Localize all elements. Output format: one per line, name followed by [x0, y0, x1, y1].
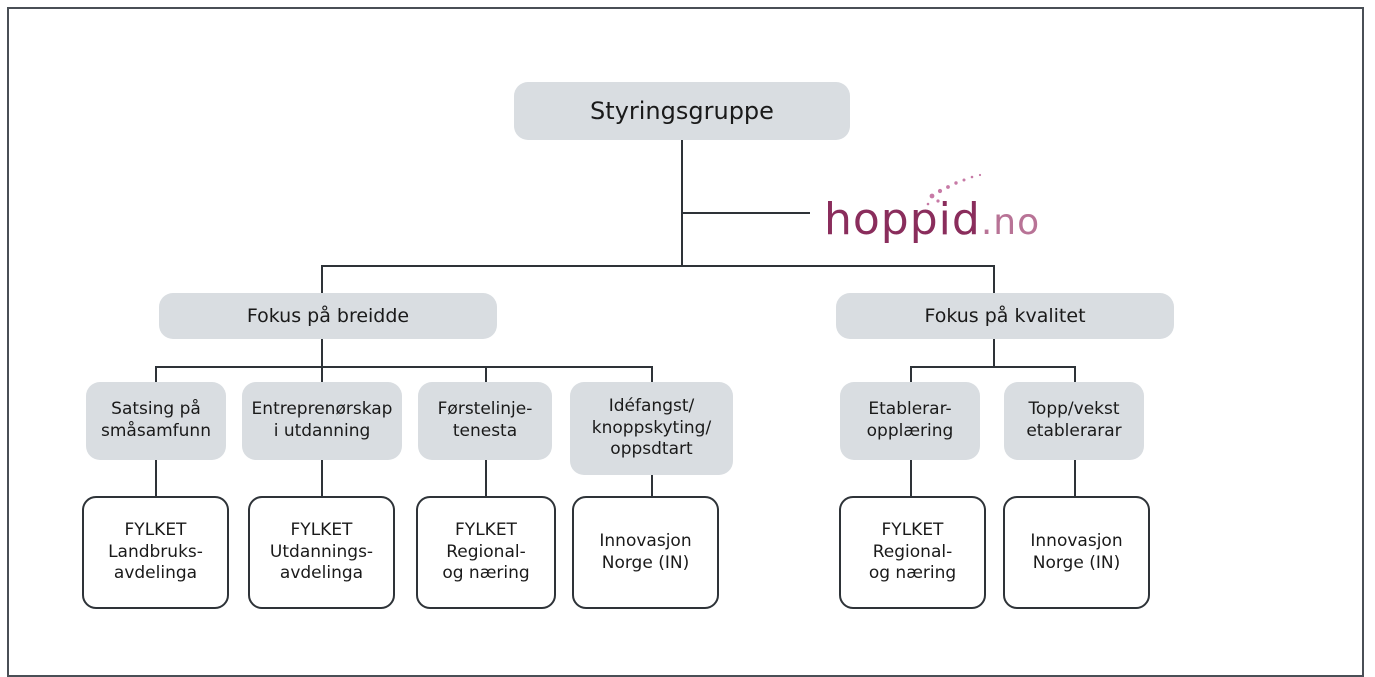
focus-forstelinje: Førstelinje- tenesta: [418, 382, 552, 460]
connector-top-bar: [321, 265, 995, 267]
connector-owner-5: [910, 460, 912, 496]
owner-regional-1-label: FYLKET Regional- og næring: [442, 519, 530, 584]
connector-child-2: [321, 366, 323, 382]
focus-smasamfunn: Satsing på småsamfunn: [86, 382, 226, 460]
connector-logo: [682, 212, 810, 214]
connector-child-4: [651, 366, 653, 382]
logo-dots: [926, 173, 982, 206]
connector-child-1: [155, 366, 157, 382]
connector-owner-4: [651, 475, 653, 496]
owner-innovasjon-1: Innovasjon Norge (IN): [572, 496, 719, 609]
branch-breidde: Fokus på breidde: [159, 293, 497, 339]
connector-child-5: [910, 366, 912, 382]
svg-text:hoppid.no: hoppid.no: [824, 194, 1040, 245]
hoppid-logo: hoppid.no: [824, 173, 1040, 245]
owner-innovasjon-1-label: Innovasjon Norge (IN): [599, 530, 692, 573]
focus-forstelinje-label: Førstelinje- tenesta: [437, 399, 533, 441]
owner-innovasjon-2-label: Innovasjon Norge (IN): [1030, 530, 1123, 573]
owner-utdanning-label: FYLKET Utdannings- avdelinga: [269, 519, 374, 584]
connector-right-branch: [993, 265, 995, 293]
connector-owner-2: [321, 460, 323, 496]
focus-entreprenorskap: Entreprenørskap i utdanning: [242, 382, 402, 460]
connector-left-branch: [321, 265, 323, 293]
logo-text-suffix: .no: [981, 202, 1040, 243]
owner-regional-2: FYLKET Regional- og næring: [839, 496, 986, 609]
connector-right-down: [993, 339, 995, 367]
focus-smasamfunn-label: Satsing på småsamfunn: [101, 399, 211, 441]
root-node: Styringsgruppe: [514, 82, 850, 140]
owner-landbruk: FYLKET Landbruks- avdelinga: [82, 496, 229, 609]
focus-etablerar: Etablerar- opplæring: [840, 382, 980, 460]
owner-regional-2-label: FYLKET Regional- og næring: [868, 519, 957, 584]
root-label: Styringsgruppe: [590, 96, 774, 125]
focus-etablerar-label: Etablerar- opplæring: [866, 399, 954, 441]
focus-idefangst: Idéfangst/ knoppskyting/ oppsdtart: [570, 382, 733, 475]
focus-toppvekst-label: Topp/vekst etablerarar: [1026, 399, 1122, 441]
focus-toppvekst: Topp/vekst etablerarar: [1004, 382, 1144, 460]
owner-regional-1: FYLKET Regional- og næring: [416, 496, 556, 609]
focus-entreprenorskap-label: Entreprenørskap i utdanning: [251, 399, 393, 441]
connector-root-down: [681, 140, 683, 266]
connector-right-bar: [910, 366, 1076, 368]
connector-owner-1: [155, 460, 157, 496]
branch-breidde-label: Fokus på breidde: [246, 304, 410, 327]
branch-kvalitet-label: Fokus på kvalitet: [924, 304, 1086, 327]
connector-owner-6: [1074, 460, 1076, 496]
connector-left-down: [321, 339, 323, 367]
owner-innovasjon-2: Innovasjon Norge (IN): [1003, 496, 1150, 609]
connector-child-6: [1074, 366, 1076, 382]
focus-idefangst-label: Idéfangst/ knoppskyting/ oppsdtart: [591, 395, 712, 460]
owner-utdanning: FYLKET Utdannings- avdelinga: [248, 496, 395, 609]
logo-text-main: hoppid: [824, 194, 981, 245]
owner-landbruk-label: FYLKET Landbruks- avdelinga: [108, 519, 203, 584]
connector-owner-3: [485, 460, 487, 496]
connector-left-bar: [155, 366, 653, 368]
connector-child-3: [485, 366, 487, 382]
branch-kvalitet: Fokus på kvalitet: [836, 293, 1174, 339]
